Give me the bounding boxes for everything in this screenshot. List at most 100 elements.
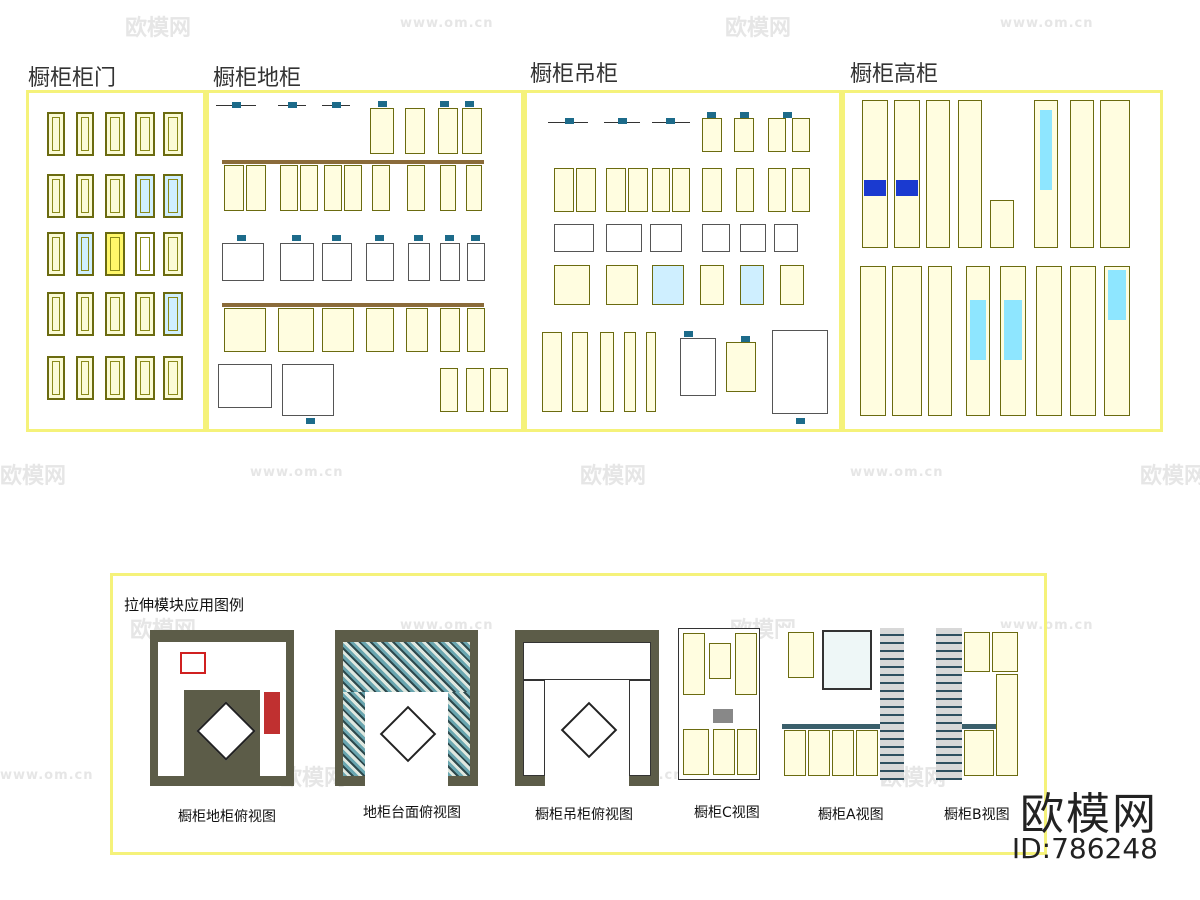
wall-cabinet [735, 633, 757, 695]
cabinet-outline [440, 243, 460, 281]
base-cabinet [490, 368, 508, 412]
tall-cabinet [928, 266, 952, 416]
drawer-cabinet [467, 308, 485, 352]
tall-cabinet [1070, 100, 1094, 248]
cabinet-door [163, 232, 183, 276]
cabinet-outline [222, 243, 264, 281]
tall-cabinet [1100, 100, 1130, 248]
section-title-base: 橱柜地柜 [213, 66, 302, 91]
wall-cabinet [576, 168, 596, 212]
countertop-granite [343, 642, 470, 692]
watermark-url: www.om.cn [1000, 16, 1094, 31]
watermark-url: www.om.cn [850, 465, 944, 480]
wall-cabinet-run [629, 680, 651, 776]
sink-cabinet [218, 364, 272, 408]
tall-cabinet [926, 100, 950, 248]
wall-cabinet [572, 332, 588, 412]
cabinet-door [105, 174, 125, 218]
brand-name: 欧模网 [1020, 789, 1158, 840]
elevation-b-view [936, 628, 1020, 780]
handle-marker [565, 118, 574, 124]
drawer-cabinet [278, 308, 314, 352]
cabinet-door [163, 356, 183, 400]
wall-cabinet-run [523, 680, 545, 776]
cabinet-door [47, 174, 65, 218]
section-title-doors: 橱柜柜门 [28, 66, 117, 91]
wall-cabinet [964, 632, 990, 672]
cabinet-door [105, 112, 125, 156]
wall-cabinet-plan-view [515, 630, 659, 786]
watermark-logo: 欧模网 [725, 16, 792, 41]
cabinet-outline [650, 224, 682, 252]
corner-wall-cabinet [726, 342, 756, 392]
cabinet-outline [366, 243, 394, 281]
cabinet-outline [467, 243, 485, 281]
base-cabinet [808, 730, 830, 776]
handle-marker [414, 235, 423, 241]
cabinet-door [76, 112, 94, 156]
caption-elevation-b: 橱柜B视图 [944, 807, 1010, 823]
section-title-wall: 橱柜吊柜 [530, 62, 619, 87]
watermark-url: www.om.cn [250, 465, 344, 480]
caption-countertop-plan: 地柜台面俯视图 [363, 805, 461, 821]
cabinet-door [105, 356, 125, 400]
glass-door [163, 292, 183, 336]
base-cabinet [372, 165, 390, 211]
tall-cabinets-panel [842, 90, 1163, 432]
microwave-icon [713, 709, 733, 723]
cabinet-door [163, 112, 183, 156]
handle-marker [465, 101, 474, 107]
floor-pattern [196, 701, 256, 761]
glass-panel [1004, 300, 1022, 360]
base-cabinet [964, 730, 994, 776]
handle-marker [288, 102, 297, 108]
brand-id: ID:786248 [1011, 832, 1158, 865]
base-cabinet [713, 729, 735, 775]
cabinet-run [158, 690, 184, 776]
cabinet-outline [554, 224, 594, 252]
cabinet-door [135, 112, 155, 156]
cabinet-door [47, 356, 65, 400]
handle-marker [292, 235, 301, 241]
caption-elevation-c: 橱柜C视图 [694, 805, 760, 821]
tall-cabinet [1070, 266, 1096, 416]
cabinet-door [47, 292, 65, 336]
elevation-c-view [678, 628, 760, 780]
handle-marker [445, 235, 454, 241]
handle-marker [684, 331, 693, 337]
base-cabinet [784, 730, 806, 776]
brick-wall [880, 628, 904, 780]
base-cabinet [280, 165, 298, 211]
window [822, 630, 872, 690]
handle-marker [332, 102, 341, 108]
watermark-url: www.om.cn [400, 16, 494, 31]
stove-icon [264, 692, 280, 734]
wall-cabinet [792, 168, 810, 212]
base-cabinet [462, 108, 482, 154]
base-cabinet [405, 108, 425, 154]
glass-panel [1040, 110, 1052, 190]
base-cabinet [440, 368, 458, 412]
glass-panel [1108, 270, 1126, 320]
base-cabinet [407, 165, 425, 211]
tall-cabinet [958, 100, 982, 248]
tall-cabinet [1036, 266, 1062, 416]
base-cabinet [344, 165, 362, 211]
base-cabinets-panel [206, 90, 524, 432]
drawer-cabinet [406, 308, 428, 352]
handle-marker [471, 235, 480, 241]
wall-cabinet [788, 632, 814, 678]
wall-cabinet [600, 332, 614, 412]
tall-cabinet [892, 266, 922, 416]
watermark-logo: 欧模网 [1140, 464, 1200, 489]
wall-cabinet [628, 168, 648, 212]
countertop-granite [343, 692, 365, 776]
handle-marker [237, 235, 246, 241]
watermark-logo: 欧模网 [125, 16, 192, 41]
section-title-tall: 橱柜高柜 [850, 62, 939, 87]
sink-icon [180, 652, 206, 674]
wall-cabinet [768, 168, 786, 212]
brick-wall [936, 628, 962, 780]
wall-cabinet [992, 632, 1018, 672]
oven-icon [896, 180, 918, 196]
